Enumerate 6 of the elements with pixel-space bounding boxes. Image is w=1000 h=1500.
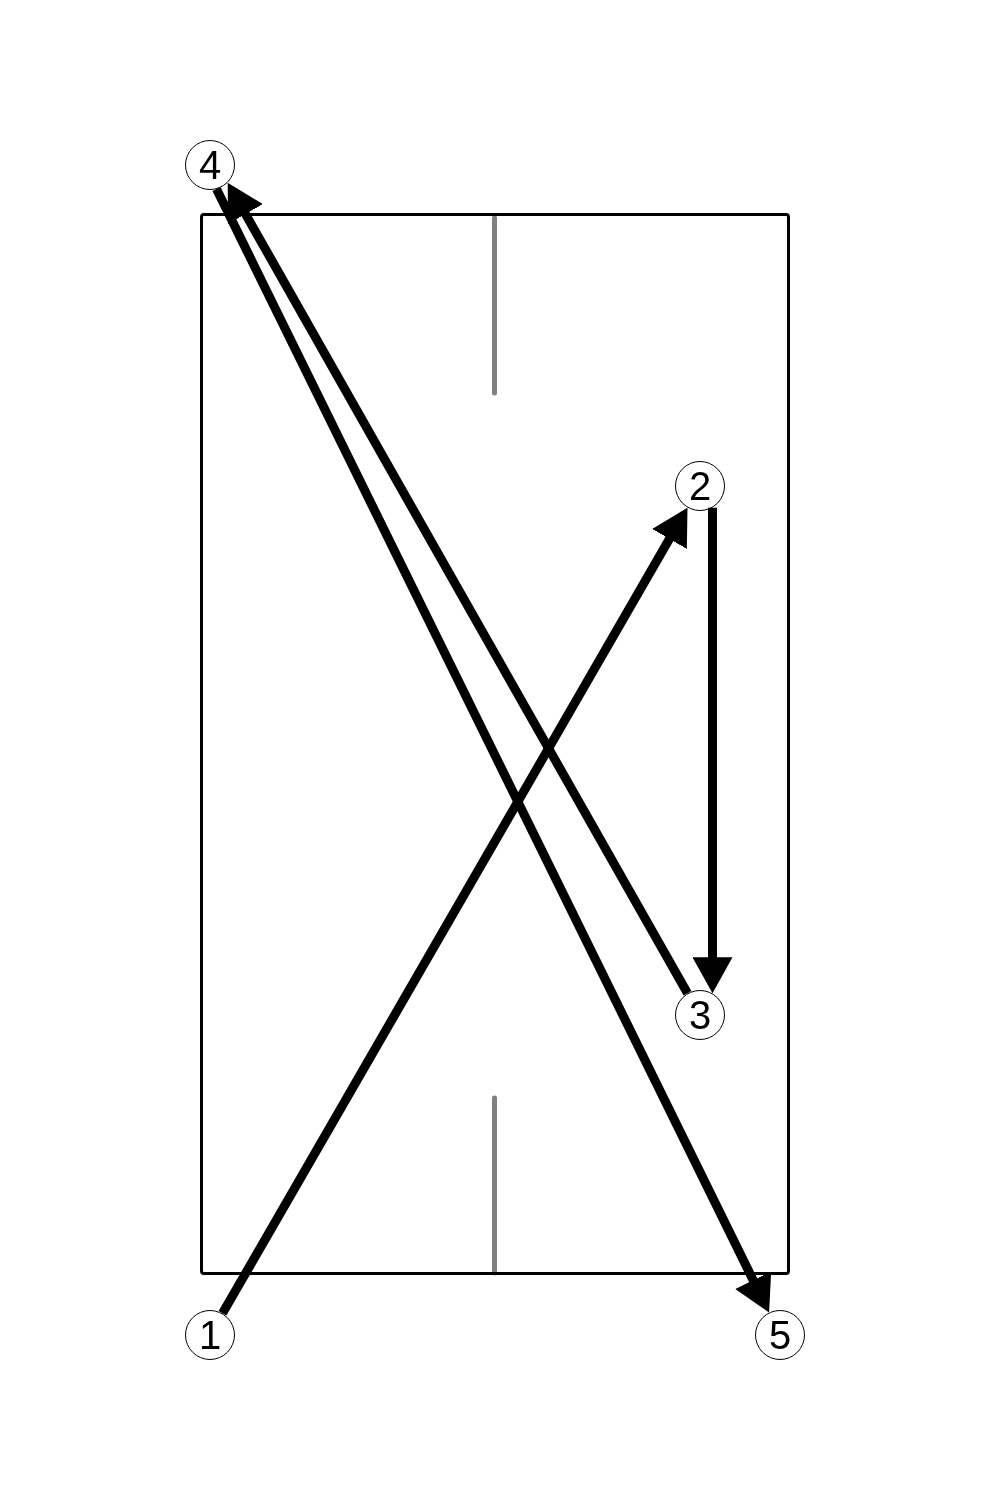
position-number: 2 (675, 461, 725, 511)
position-number: 4 (185, 140, 235, 190)
position-number: 5 (755, 1310, 805, 1360)
position-number: 1 (185, 1310, 235, 1360)
arrow (692, 507, 733, 994)
position-number: 3 (675, 990, 725, 1040)
